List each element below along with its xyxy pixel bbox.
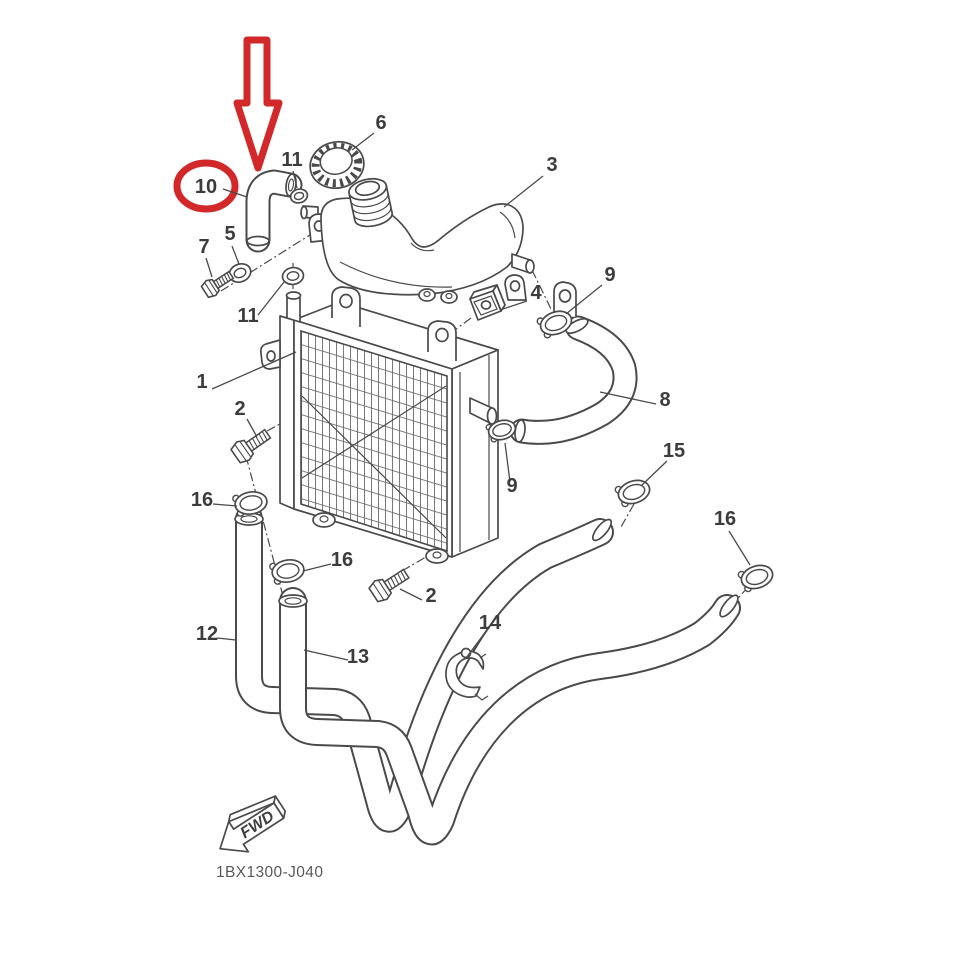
part-label-14: 14 bbox=[479, 612, 502, 634]
part-label-5: 5 bbox=[224, 223, 235, 245]
highlight-marks bbox=[177, 40, 279, 209]
part-label-2: 2 bbox=[234, 398, 245, 420]
part-label-13: 13 bbox=[347, 646, 369, 668]
clamp-15 bbox=[613, 475, 654, 509]
pipe-cap-11 bbox=[280, 265, 306, 287]
highlight-circle bbox=[177, 163, 235, 209]
hose-13 bbox=[279, 593, 741, 832]
radiator-mounting-ear bbox=[554, 282, 576, 317]
part-label-16c: 16 bbox=[331, 549, 353, 571]
clamp-16-middle bbox=[268, 556, 307, 586]
part-label-11b: 11 bbox=[237, 305, 258, 327]
highlight-arrow bbox=[237, 40, 279, 168]
part-label-15: 15 bbox=[663, 440, 685, 462]
tank-foot bbox=[419, 289, 435, 301]
part-label-16: 16 bbox=[191, 489, 213, 511]
radiator-filler-pipe bbox=[287, 292, 301, 322]
part-label-10: 10 bbox=[195, 176, 217, 198]
hose-8 bbox=[514, 316, 625, 443]
radiator-outlet-nipple bbox=[470, 398, 497, 424]
elbow-hose-10 bbox=[247, 173, 297, 245]
radiator-mounting-ear bbox=[428, 321, 456, 361]
radiator-foot bbox=[313, 513, 335, 527]
clamp-16-right bbox=[736, 560, 777, 594]
tank-foot bbox=[441, 291, 457, 303]
part-label-1: 1 bbox=[196, 371, 207, 393]
part-label-2b: 2 bbox=[425, 585, 436, 607]
part-label-3: 3 bbox=[546, 154, 557, 176]
radiator-foot bbox=[426, 549, 448, 563]
hose-12 bbox=[235, 513, 614, 819]
part-label-9: 9 bbox=[604, 264, 615, 286]
part-label-4: 4 bbox=[530, 282, 542, 304]
radiator-side-bracket bbox=[261, 340, 280, 369]
part-label-16b: 16 bbox=[714, 508, 736, 530]
clip-nut-4 bbox=[470, 285, 505, 320]
part-label-11: 11 bbox=[281, 149, 302, 171]
part-label-9b: 9 bbox=[506, 475, 517, 497]
part-label-8: 8 bbox=[659, 389, 670, 411]
radiator-mounting-ear bbox=[332, 287, 360, 327]
clamp-16-left bbox=[231, 488, 270, 518]
part-label-12: 12 bbox=[196, 623, 218, 645]
part-label-7: 7 bbox=[198, 236, 209, 258]
fwd-arrow: FWD bbox=[208, 789, 293, 864]
diagram-code: 1BX1300-J040 bbox=[216, 864, 323, 881]
tank-filler-neck bbox=[347, 176, 394, 230]
bolt-2-lower bbox=[366, 563, 413, 605]
leader-lines bbox=[206, 133, 750, 660]
radiator-cap bbox=[306, 137, 368, 193]
radiator bbox=[261, 282, 576, 563]
reservoir-tank bbox=[301, 176, 534, 303]
part-labels: 6 11 3 10 7 5 11 9 4 1 2 8 9 16 15 16 16… bbox=[191, 112, 736, 668]
part-label-6: 6 bbox=[375, 112, 386, 134]
